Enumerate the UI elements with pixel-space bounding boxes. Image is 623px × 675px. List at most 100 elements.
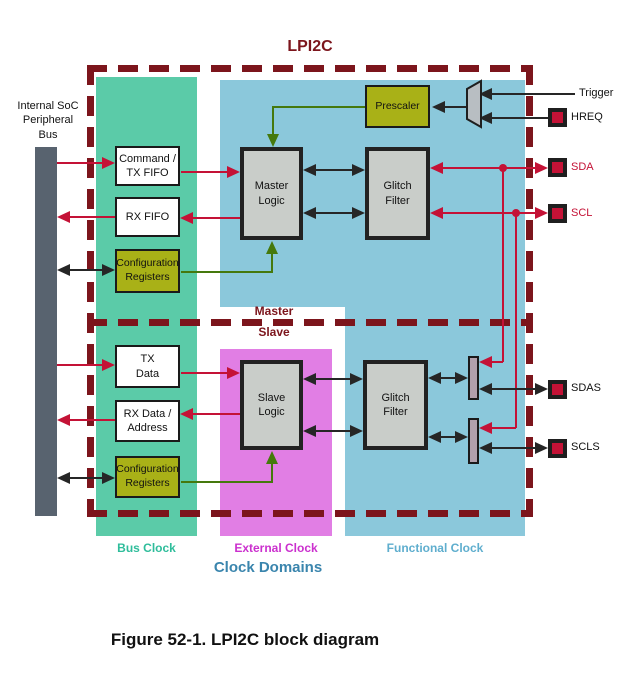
master-logic-block: Master Logic — [240, 147, 303, 240]
diagram-title: LPI2C — [287, 38, 333, 55]
config-registers-slave-block: Configuration Registers — [115, 456, 180, 498]
configslave-to-slavelogic-line-v — [271, 462, 273, 482]
arrowhead — [57, 211, 70, 223]
arrowhead — [535, 442, 548, 454]
scls-pin — [548, 439, 567, 458]
arrowhead — [303, 164, 316, 176]
slavelogic-glitch-line-1 — [315, 378, 351, 380]
master-section-label: Master — [254, 304, 294, 318]
arrowhead — [57, 414, 70, 426]
arrowhead — [180, 408, 193, 420]
masterlogic-to-rxfifo-line — [193, 217, 240, 219]
bus-clock-label: Bus Clock — [117, 541, 176, 555]
prescaler-block: Prescaler — [365, 85, 430, 128]
bus-to-txdata-line — [57, 364, 103, 366]
bar2-scls-line — [490, 447, 536, 449]
rx-fifo-block: RX FIFO — [115, 197, 180, 237]
masterlogic-glitch-line-2 — [315, 212, 353, 214]
master-slave-divider — [87, 319, 533, 326]
rxfifo-to-bus-line — [69, 216, 115, 218]
arrowhead — [428, 372, 441, 384]
arrowhead — [303, 425, 316, 437]
sda-to-slave-mux-line-v — [502, 168, 504, 362]
arrowhead — [227, 367, 240, 379]
arrowhead — [479, 112, 492, 124]
clock-domains-heading: Clock Domains — [213, 559, 323, 576]
arrowhead — [303, 373, 316, 385]
arrowhead — [57, 472, 70, 484]
hreq-pin — [548, 108, 567, 127]
mux-to-prescaler-line — [443, 106, 467, 108]
arrowhead — [455, 431, 468, 443]
boundary-left — [87, 65, 94, 517]
arrowhead — [227, 166, 240, 178]
figure-caption: Figure 52-1. LPI2C block diagram — [110, 630, 380, 649]
arrowhead — [535, 383, 548, 395]
scl-to-slave-mux-line-h — [491, 427, 516, 429]
tx-data-block: TX Data — [115, 345, 180, 388]
scl-pin — [548, 204, 567, 223]
scls-mux-bar — [468, 418, 479, 464]
arrowhead — [102, 157, 115, 169]
arrowhead — [428, 431, 441, 443]
scl-label: SCL — [571, 207, 593, 219]
boundary-bottom — [87, 510, 533, 517]
configmaster-to-masterlogic-line-h — [181, 271, 273, 273]
cmdfifo-to-masterlogic-line — [181, 171, 228, 173]
arrowhead — [479, 383, 492, 395]
trigger-line — [490, 93, 575, 95]
functional-clock-label: Functional Clock — [386, 541, 484, 555]
slave-logic-block: Slave Logic — [240, 360, 303, 450]
arrowhead — [180, 212, 193, 224]
hreq-label: HREQ — [571, 111, 603, 123]
arrowhead — [430, 207, 443, 219]
slave-section-label: Slave — [258, 325, 290, 339]
arrowhead — [432, 101, 445, 113]
arrowhead — [303, 207, 316, 219]
glitch-bar2-line — [439, 436, 457, 438]
txdata-to-slavelogic-line — [181, 372, 228, 374]
scls-label: SCLS — [571, 441, 600, 453]
masterlogic-glitch-line-1 — [315, 169, 353, 171]
bus-to-cmdfifo-line — [57, 162, 103, 164]
glitch-bar1-line — [439, 377, 457, 379]
soc-bus-label: Internal SoC Peripheral Bus — [17, 100, 79, 141]
arrowhead — [535, 162, 548, 174]
configslave-to-slavelogic-line-h — [181, 481, 273, 483]
arrowhead — [350, 425, 363, 437]
arrowhead — [479, 356, 492, 368]
arrowhead — [479, 442, 492, 454]
glitch-filter-slave-block: Glitch Filter — [363, 360, 428, 450]
sdas-pin — [548, 380, 567, 399]
arrowhead — [57, 264, 70, 276]
arrowhead — [266, 241, 278, 254]
arrowhead — [535, 207, 548, 219]
command-tx-fifo-block: Command / TX FIFO — [115, 146, 180, 186]
arrowhead — [266, 451, 278, 464]
boundary-right — [526, 65, 533, 517]
arrowhead — [102, 472, 115, 484]
arrowhead — [102, 264, 115, 276]
rx-data-address-block: RX Data / Address — [115, 400, 180, 442]
arrowhead — [455, 372, 468, 384]
sdas-mux-bar — [468, 356, 479, 400]
bar1-sdas-line — [490, 388, 536, 390]
arrowhead — [430, 162, 443, 174]
trigger-label: Trigger — [579, 87, 614, 99]
prescaler-to-masterlogic-line-h — [273, 106, 365, 108]
hreq-line — [490, 117, 548, 119]
sdas-label: SDAS — [571, 382, 601, 394]
boundary-top — [87, 65, 533, 72]
rxdata-to-bus-line — [69, 419, 115, 421]
arrowhead — [352, 207, 365, 219]
scl-line — [442, 212, 536, 214]
soc-bus-bar — [35, 147, 57, 516]
glitch-filter-master-block: Glitch Filter — [365, 147, 430, 240]
arrowhead — [479, 422, 492, 434]
slavelogic-to-rxdata-line — [193, 413, 240, 415]
sda-label: SDA — [571, 161, 594, 173]
arrowhead — [267, 134, 279, 147]
configmaster-to-masterlogic-line-v — [271, 252, 273, 272]
sda-line — [442, 167, 536, 169]
